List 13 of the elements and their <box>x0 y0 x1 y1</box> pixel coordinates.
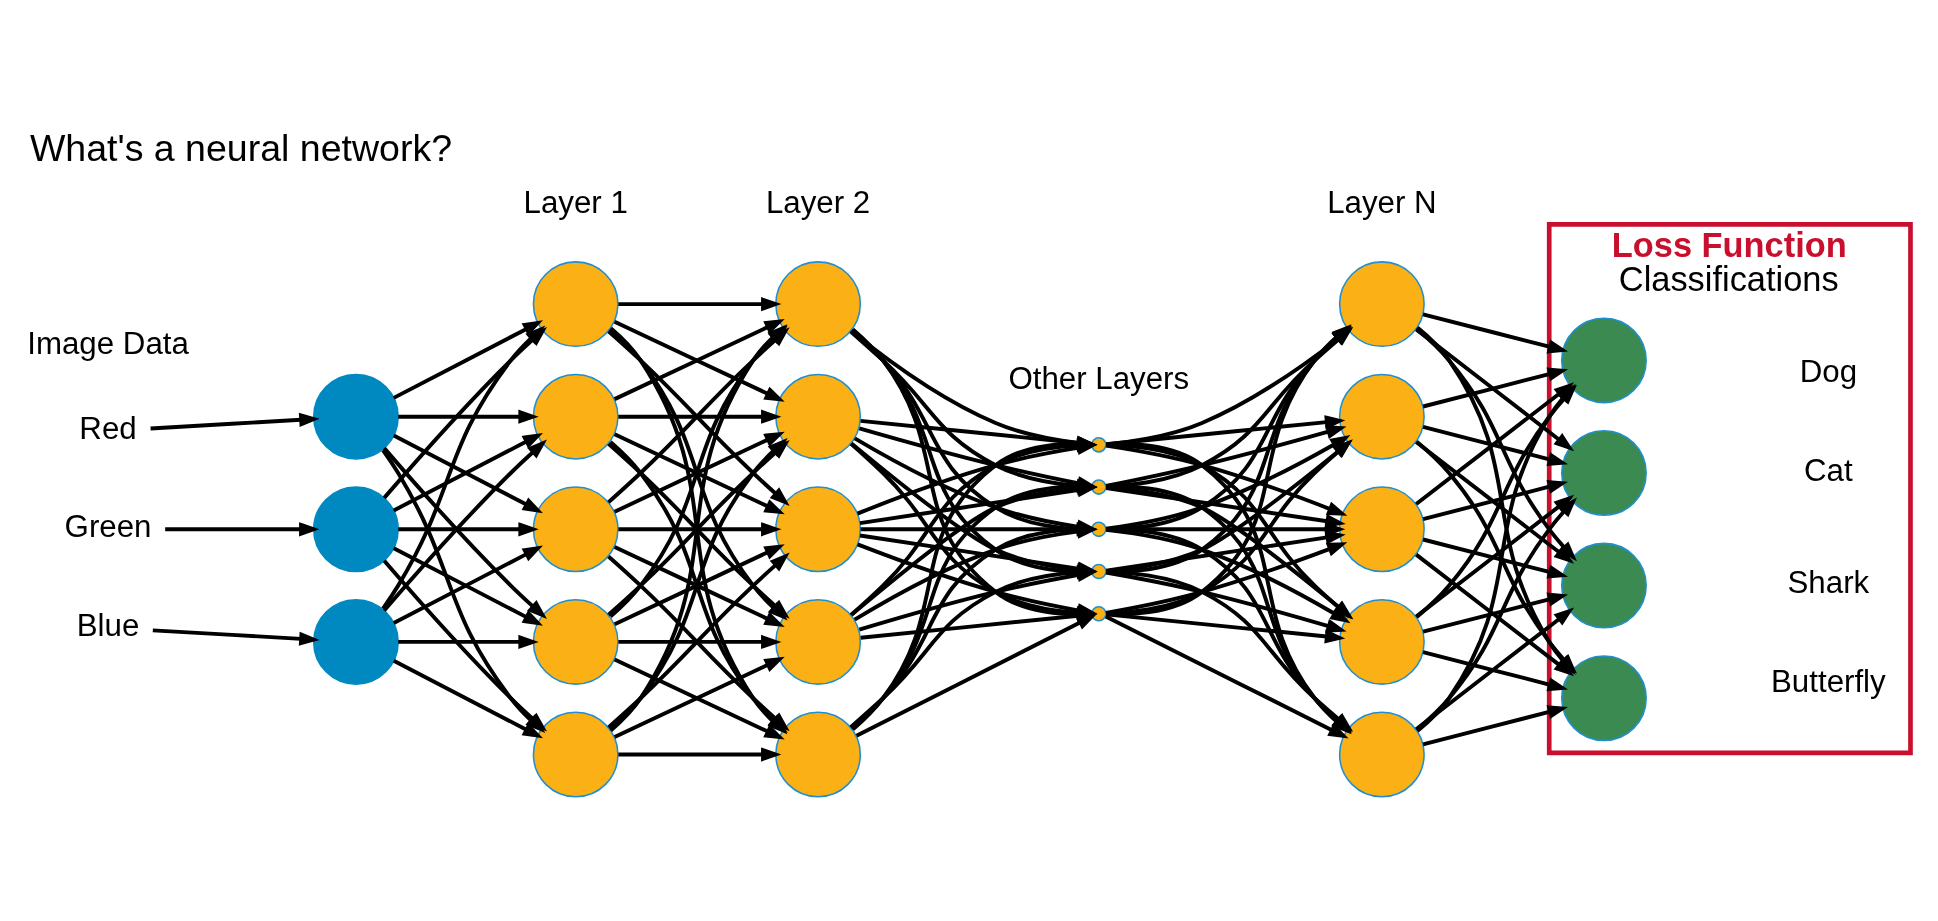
label: Other Layers <box>1008 360 1190 396</box>
label: Butterfly <box>1771 663 1886 699</box>
label: Image Data <box>27 326 189 362</box>
node-text: Blue <box>76 607 140 643</box>
label: Dog <box>1799 354 1858 390</box>
diagram-title: What's a neural network? <box>29 126 453 169</box>
label: Layer 1 <box>523 185 628 221</box>
label: Cat <box>1804 452 1853 488</box>
node-text: Red <box>79 410 137 446</box>
label: Shark <box>1787 565 1870 601</box>
label: Layer N <box>1327 185 1437 221</box>
label: Layer 2 <box>765 185 871 221</box>
node-text: Green <box>64 509 152 545</box>
